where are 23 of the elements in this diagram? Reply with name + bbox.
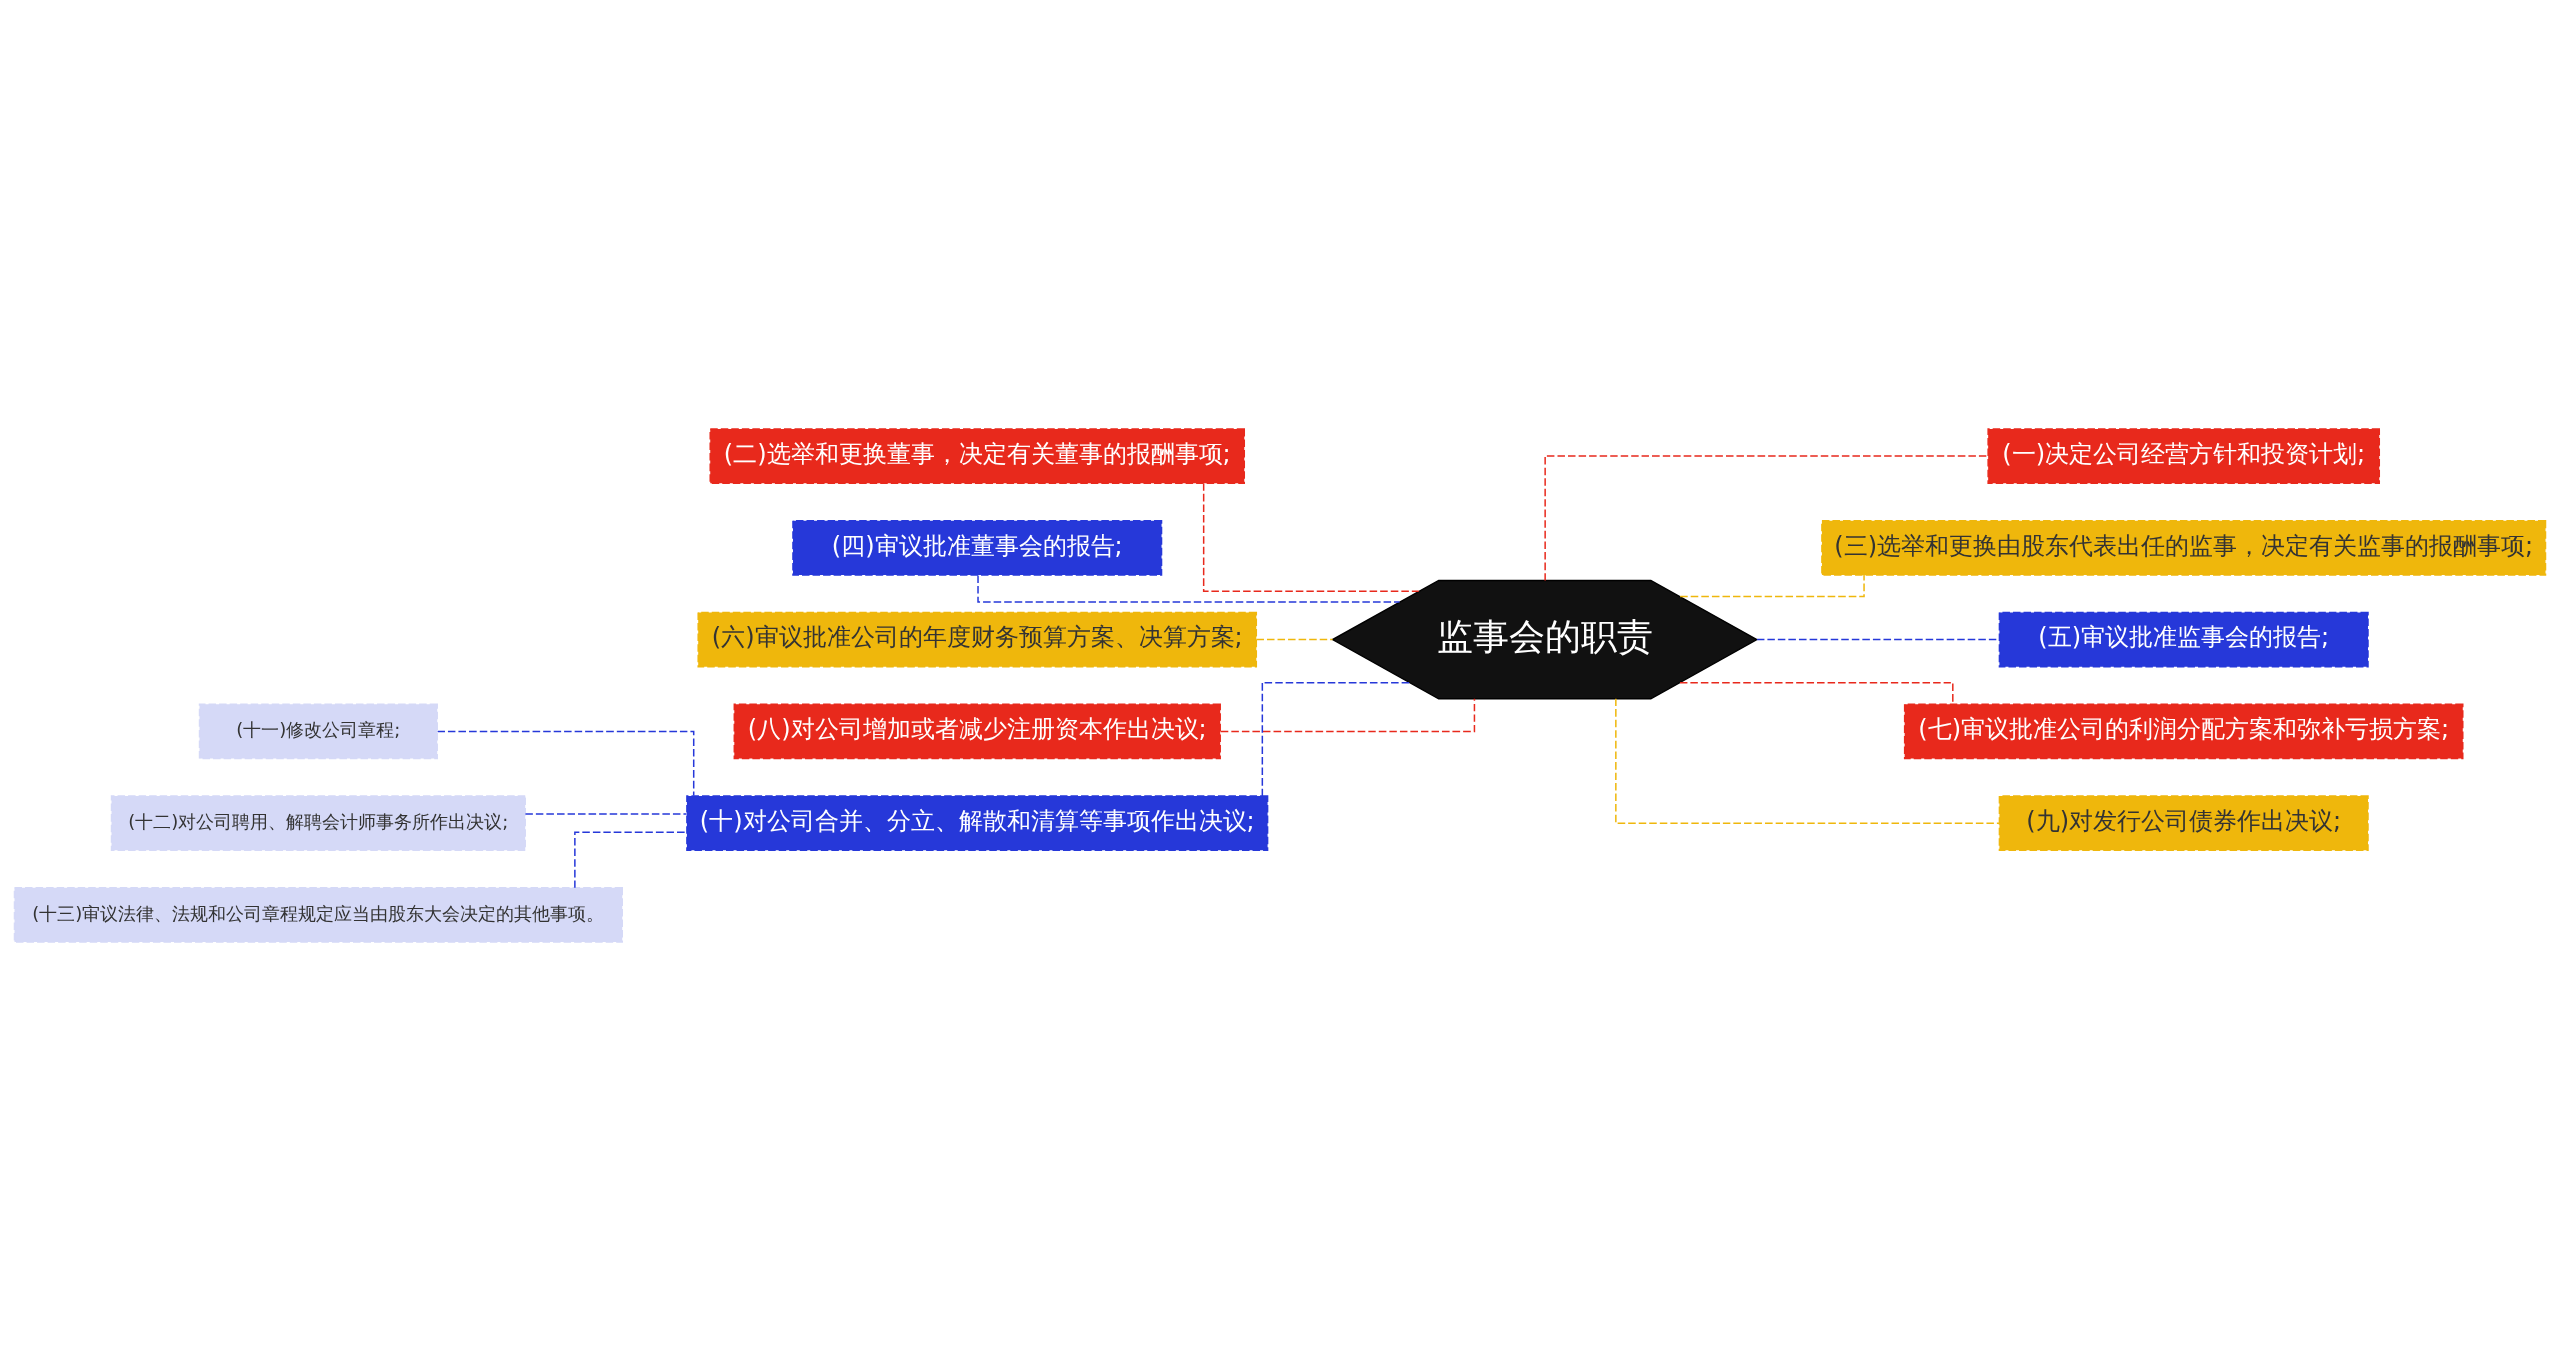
node-box: (一)决定公司经营方针和投资计划; bbox=[1987, 427, 2380, 484]
node-box: (七)审议批准公司的利润分配方案和弥补亏损方案; bbox=[1903, 703, 2464, 759]
connector bbox=[436, 730, 695, 796]
node-box: (四)审议批准董事会的报告; bbox=[792, 519, 1163, 576]
connector bbox=[1679, 681, 1954, 705]
node-box: (十)对公司合并、分立、解散和清算等事项作出决议; bbox=[686, 794, 1269, 851]
node-box: (三)选举和更换由股东代表出任的监事，决定有关监事的报酬事项; bbox=[1821, 519, 2547, 576]
node-box: (九)对发行公司债券作出决议; bbox=[1998, 794, 2369, 851]
connector bbox=[1261, 681, 1411, 797]
connector bbox=[1255, 638, 1334, 640]
connector bbox=[1220, 697, 1476, 732]
connector bbox=[574, 830, 688, 889]
connector bbox=[1615, 697, 2001, 824]
connector bbox=[1202, 482, 1420, 592]
node-box: (五)审议批准监事会的报告; bbox=[1998, 611, 2369, 667]
node-box: (十三)审议法律、法规和公司章程规定应当由股东大会决定的其他事项。 bbox=[13, 886, 623, 943]
node-box: (二)选举和更换董事，决定有关董事的报酬事项; bbox=[709, 427, 1245, 484]
node-box: (六)审议批准公司的年度财务预算方案、决算方案; bbox=[697, 611, 1258, 667]
node-box: (十二)对公司聘用、解聘会计师事务所作出决议; bbox=[110, 794, 526, 851]
node-box: (八)对公司增加或者减少注册资本作出决议; bbox=[733, 703, 1221, 759]
connector bbox=[524, 812, 688, 815]
connector bbox=[1544, 454, 1989, 581]
node-box: (十一)修改公司章程; bbox=[198, 703, 438, 759]
